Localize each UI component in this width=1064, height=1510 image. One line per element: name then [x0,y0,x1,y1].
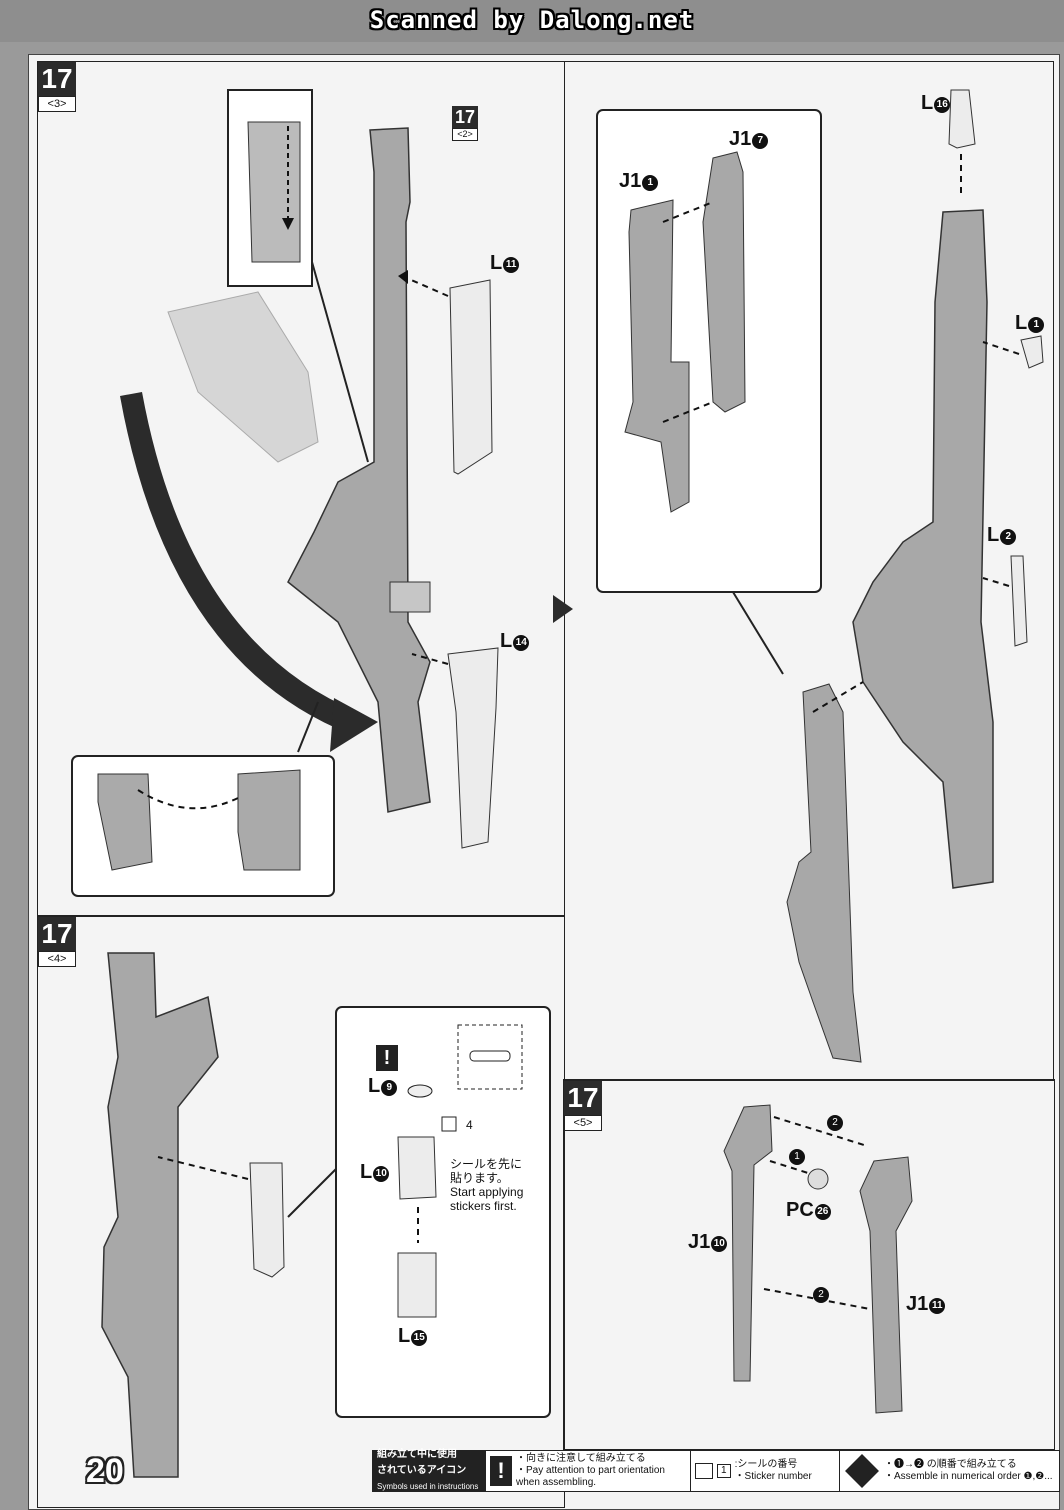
scan-header-bar [0,0,1064,42]
legend-attention: ! ・向きに注意して組み立てる ・Pay attention to part o… [486,1451,691,1491]
step-17-3-diagram [71,89,499,897]
step-badge: 17 <5> [564,1081,602,1131]
attention-icon: ! [376,1045,398,1071]
order-marker-2-bottom: 2 [813,1287,829,1303]
order-icon [845,1454,879,1488]
legend-order: ・❶→❷ の順番で組み立てる ・Assemble in numerical or… [840,1451,1059,1491]
legend-title: 組み立て中に使用 されているアイコン Symbols used in instr… [373,1449,486,1491]
symbol-legend: 組み立て中に使用 されているアイコン Symbols used in instr… [372,1449,1060,1492]
attention-icon: ! [490,1456,512,1486]
step-17-5-diagram [723,1104,913,1414]
instruction-page: 17 <3> [28,54,1060,1510]
step-17-3-assembly-diagram [596,89,1044,1063]
reference-badge-17-2: 17 <2> [452,106,478,141]
step-badge: 17 <4> [38,917,76,967]
step-badge: 17 <3> [38,62,76,112]
step-17-3-panel: 17 <3> [37,61,565,917]
order-marker-1: 1 [789,1149,805,1165]
scan-credit: Scanned by Dalong.net [369,6,695,34]
sticker-instruction: シールを先に 貼ります。 Start applying stickers fir… [450,1157,524,1213]
next-step-arrow [553,595,573,623]
order-marker-2-top: 2 [827,1115,843,1131]
sticker-number: 4 [466,1118,473,1132]
sticker-icon [695,1463,713,1479]
legend-sticker: 1 :シールの番号 ・Sticker number [691,1451,840,1491]
step-17-4-diagram [101,952,551,1478]
page-number: 20 [86,1452,124,1490]
